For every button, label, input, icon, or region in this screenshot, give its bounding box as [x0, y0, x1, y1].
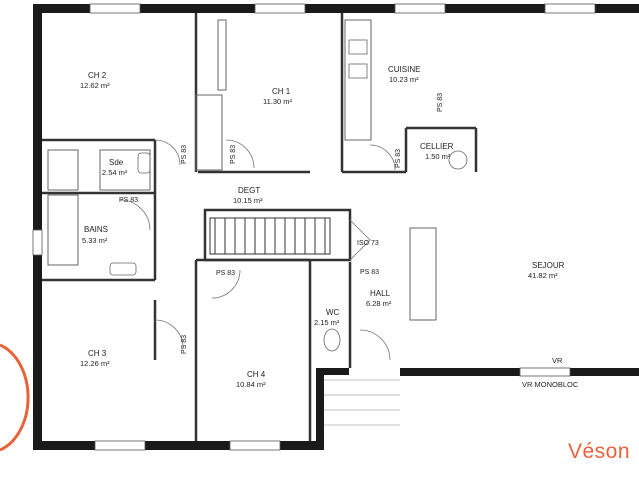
- room-cuisine-name: CUISINE: [388, 65, 421, 74]
- room-ch2-name: CH 2: [88, 71, 107, 80]
- room-wc-name: WC: [326, 308, 340, 317]
- door-tag-iso: ISO 73: [357, 240, 379, 247]
- door-tag-ps-ch2: PS 83: [181, 144, 188, 164]
- room-wc-area: 2.15 m²: [314, 318, 340, 327]
- door-tag-ps-ch1: PS 83: [230, 144, 237, 164]
- room-degt-name: DEGT: [238, 186, 261, 195]
- interior-walls: [42, 13, 478, 441]
- door-swings: [119, 139, 396, 361]
- door-tag-ps-ch3: PS 83: [181, 334, 188, 354]
- window-label-vr-monobloc: VR MONOBLOC: [522, 380, 579, 389]
- room-cuisine-area: 10.23 m²: [389, 75, 419, 84]
- door-tag-ps-hall: PS 83: [360, 269, 380, 276]
- brand-arc: [0, 343, 30, 452]
- windows: [32, 3, 596, 451]
- room-cellier-area: 1.50 m²: [425, 152, 451, 161]
- room-sde-name: Sde: [109, 158, 124, 167]
- room-ch3-name: CH 3: [88, 349, 107, 358]
- room-ch4-area: 10.84 m²: [236, 380, 266, 389]
- closets: [47, 19, 437, 321]
- room-sejour-name: SEJOUR: [532, 261, 565, 270]
- room-ch2-area: 12.62 m²: [80, 81, 110, 90]
- room-cellier-name: CELLIER: [420, 142, 454, 151]
- door-tag-ps-ch4: PS 83: [216, 270, 236, 277]
- room-ch3-area: 12.26 m²: [80, 359, 110, 368]
- room-sde-area: 2.54 m²: [102, 168, 128, 177]
- room-ch4-name: CH 4: [247, 370, 266, 379]
- door-tag-ps-cuisine: PS 83: [395, 148, 402, 168]
- room-bains-area: 5.33 m²: [82, 236, 108, 245]
- room-ch1-area: 11.30 m²: [263, 97, 293, 106]
- door-tag-ps-cellier: PS 83: [437, 92, 444, 112]
- room-ch1-name: CH 1: [272, 87, 291, 96]
- room-hall-area: 6.28 m²: [366, 299, 392, 308]
- room-sejour-area: 41.82 m²: [528, 271, 558, 280]
- staircase: [203, 208, 352, 262]
- exterior-walls: [33, 4, 639, 450]
- door-tag-ps-bains: PS 83: [119, 197, 139, 204]
- fixtures: [109, 39, 468, 352]
- room-degt-area: 10.15 m²: [233, 196, 263, 205]
- room-hall-name: HALL: [370, 289, 391, 298]
- room-bains-name: BAINS: [84, 225, 109, 234]
- brand-name: Véson: [568, 440, 631, 463]
- window-label-vr: VR: [552, 356, 563, 365]
- entrance-steps: [324, 379, 400, 426]
